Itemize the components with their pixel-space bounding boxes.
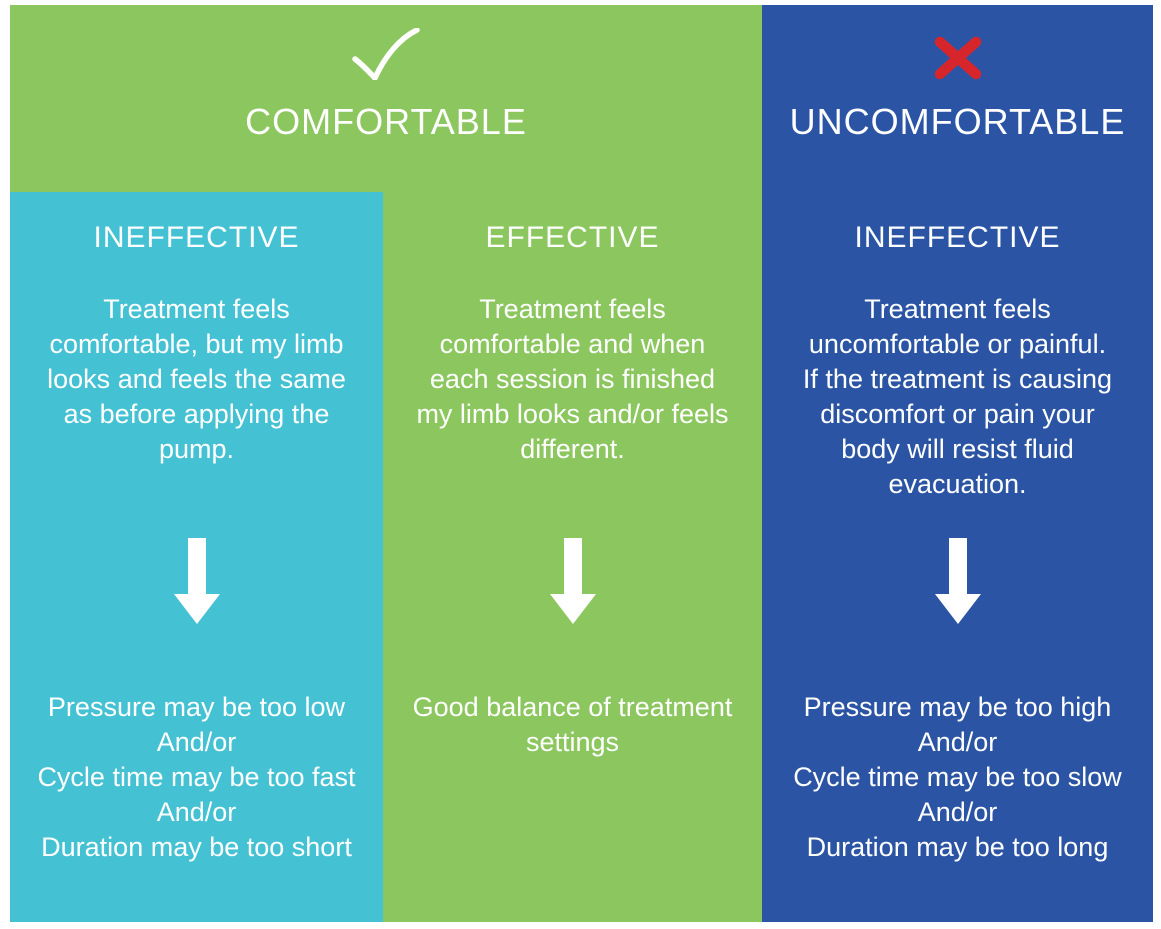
uncomfortable-panel-background [762, 5, 1153, 922]
outcome-uncomfortable-ineffective: Pressure may be too high And/or Cycle ti… [793, 692, 1122, 862]
outcome-comfortable-effective: Good balance of treatment settings [412, 692, 733, 757]
heading-comfortable-ineffective: INEFFECTIVE [93, 221, 300, 254]
description-comfortable-ineffective: Treatment feels comfortable, but my limb… [47, 294, 346, 464]
outcome-comfortable-ineffective: Pressure may be too low And/or Cycle tim… [37, 692, 356, 862]
heading-comfortable-effective: EFFECTIVE [485, 221, 660, 254]
heading-uncomfortable-ineffective: INEFFECTIVE [854, 221, 1061, 254]
description-uncomfortable-ineffective: Treatment feels uncomfortable or painful… [802, 294, 1113, 499]
uncomfortable-title: UNCOMFORTABLE [789, 101, 1126, 142]
down-arrow-icon [10, 538, 383, 624]
down-arrow-icon [383, 538, 762, 624]
description-comfortable-effective: Treatment feels comfortable and when eac… [416, 294, 729, 464]
comfortable-title: COMFORTABLE [245, 101, 527, 142]
x-icon [915, 36, 1001, 82]
down-arrow-icon [762, 538, 1153, 624]
check-icon [346, 28, 426, 80]
